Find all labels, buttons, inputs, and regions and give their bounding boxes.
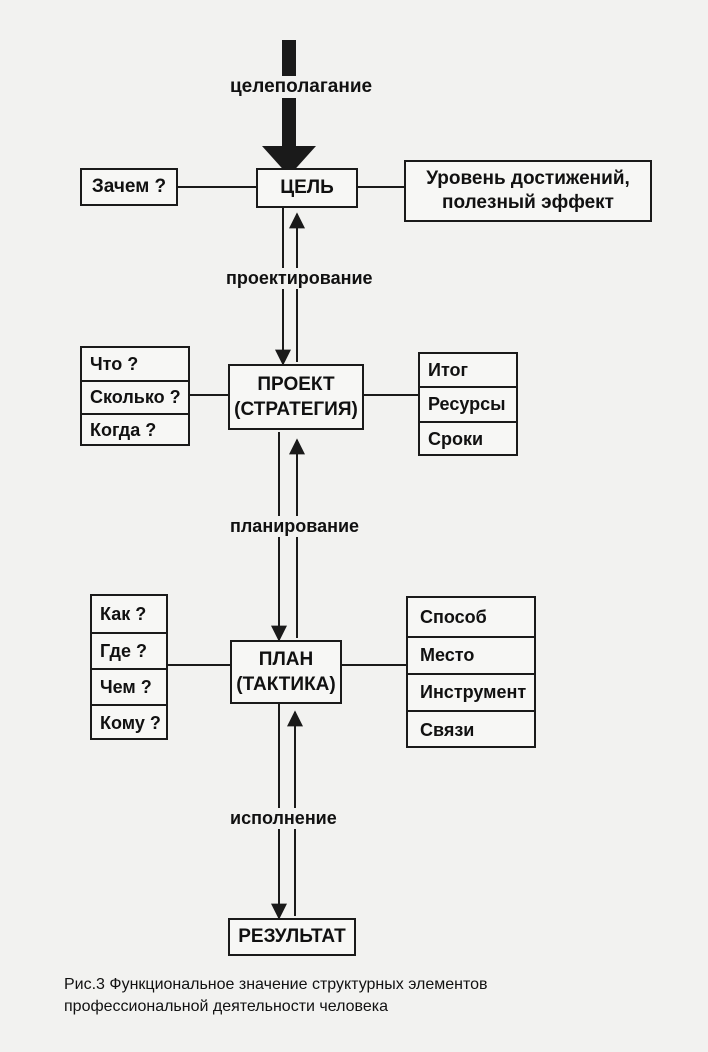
plan-question-where: Где ? (92, 632, 166, 668)
result-node-text: РЕЗУЛЬТАТ (238, 926, 346, 947)
figure-caption-line-1: Рис.3 Функциональное значение структурны… (64, 976, 488, 993)
goal-setting-arrow-head (262, 146, 316, 176)
goal-node: ЦЕЛЬ (256, 168, 358, 208)
plan-question-to-whom: Кому ? (92, 704, 166, 740)
plan-left-connector (168, 664, 230, 666)
project-node-line-2: (СТРАТЕГИЯ) (234, 399, 358, 420)
goal-question-box: Зачем ? (80, 168, 178, 206)
figure-caption-line-2: профессиональной деятельности человека (64, 998, 388, 1015)
plan-node: ПЛАН (ТАКТИКА) (230, 640, 342, 704)
project-node: ПРОЕКТ (СТРАТЕГИЯ) (228, 364, 364, 430)
goal-left-connector (178, 186, 256, 188)
project-output-resources: Ресурсы (420, 386, 516, 421)
project-right-connector (364, 394, 418, 396)
label-goal-setting: целеполагание (226, 76, 377, 98)
plan-output-instrument: Инструмент (408, 673, 534, 710)
goal-outcome-line-2: полезный эффект (442, 192, 614, 213)
result-node: РЕЗУЛЬТАТ (228, 918, 356, 956)
label-planning: планирование (226, 516, 364, 537)
plan-outputs-box: Способ Место Инструмент Связи (406, 596, 536, 748)
project-outputs-box: Итог Ресурсы Сроки (418, 352, 518, 456)
goal-outcome-line-1: Уровень достижений, (426, 168, 630, 189)
plan-node-line-1: ПЛАН (258, 649, 314, 670)
project-question-how-much: Сколько ? (82, 380, 188, 413)
plan-node-line-2: (ТАКТИКА) (236, 674, 336, 695)
plan-output-method: Способ (420, 606, 487, 627)
project-output-terms: Сроки (420, 421, 516, 456)
plan-questions-box: Как ? Где ? Чем ? Кому ? (90, 594, 168, 740)
label-execution: исполнение (226, 808, 341, 829)
goal-right-connector (358, 186, 404, 188)
project-left-connector (190, 394, 228, 396)
goal-question-text: Зачем ? (91, 176, 167, 197)
plan-output-place: Место (408, 636, 534, 673)
project-output-total: Итог (428, 359, 469, 380)
goal-node-text: ЦЕЛЬ (280, 177, 334, 198)
plan-output-connections: Связи (408, 710, 534, 748)
plan-question-how: Как ? (100, 603, 147, 624)
project-node-line-1: ПРОЕКТ (257, 374, 335, 395)
project-question-what: Что ? (90, 353, 139, 374)
goal-outcome-box: Уровень достижений, полезный эффект (404, 160, 652, 222)
project-questions-box: Что ? Сколько ? Когда ? (80, 346, 190, 446)
plan-right-connector (342, 664, 406, 666)
project-question-when: Когда ? (82, 413, 188, 446)
plan-question-with-what: Чем ? (92, 668, 166, 704)
label-design: проектирование (222, 268, 377, 289)
